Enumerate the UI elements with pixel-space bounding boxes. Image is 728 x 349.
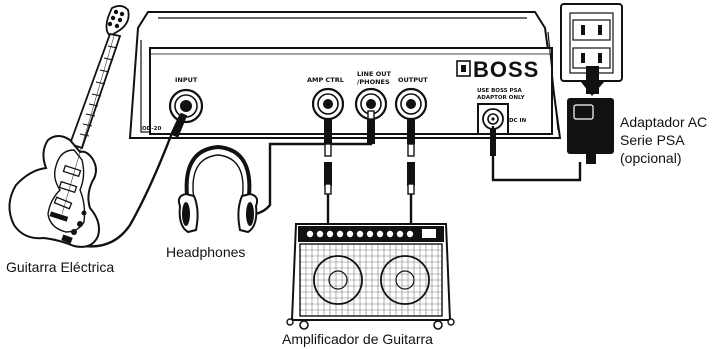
effects-pedal: BOSS INPUT AMP CTRL LINE OUT /PHONES OUT… <box>128 11 562 139</box>
dc-in-jack <box>477 103 509 135</box>
adaptor-label-line2: Serie PSA <box>620 132 685 148</box>
electric-guitar <box>8 5 130 248</box>
headphones-label: Headphones <box>166 244 245 260</box>
boss-logo: BOSS <box>456 57 539 82</box>
amp-ctrl-jack <box>311 87 345 121</box>
dc-in-label: DC IN <box>509 118 527 124</box>
guitar-amplifier <box>286 223 455 330</box>
plug-tips <box>324 110 415 195</box>
phones-jack-label: /PHONES <box>357 78 390 86</box>
psa-warning-line2: ADAPTOR ONLY <box>477 95 526 101</box>
amp-ctrl-jack-label: AMP CTRL <box>307 76 344 84</box>
adaptor-label-line3: (opcional) <box>620 150 681 166</box>
wall-outlet <box>560 3 623 82</box>
brand-label: BOSS <box>473 57 539 82</box>
input-jack <box>168 88 204 124</box>
output-jack-label: OUTPUT <box>398 76 428 84</box>
psa-warning-line1: USE BOSS PSA <box>477 88 523 94</box>
ac-adaptor <box>567 66 614 164</box>
model-label: OD-20 <box>142 126 161 132</box>
amplifier-label: Amplificador de Guitarra <box>282 331 433 347</box>
line-out-phones-jack <box>354 87 388 121</box>
adaptor-label-line1: Adaptador AC <box>620 114 707 130</box>
output-jack <box>394 87 428 121</box>
guitar-label: Guitarra Eléctrica <box>6 259 114 275</box>
headphones <box>177 144 259 234</box>
input-jack-label: INPUT <box>175 76 198 84</box>
line-out-jack-label: LINE OUT <box>357 70 392 78</box>
plugs <box>171 112 496 186</box>
